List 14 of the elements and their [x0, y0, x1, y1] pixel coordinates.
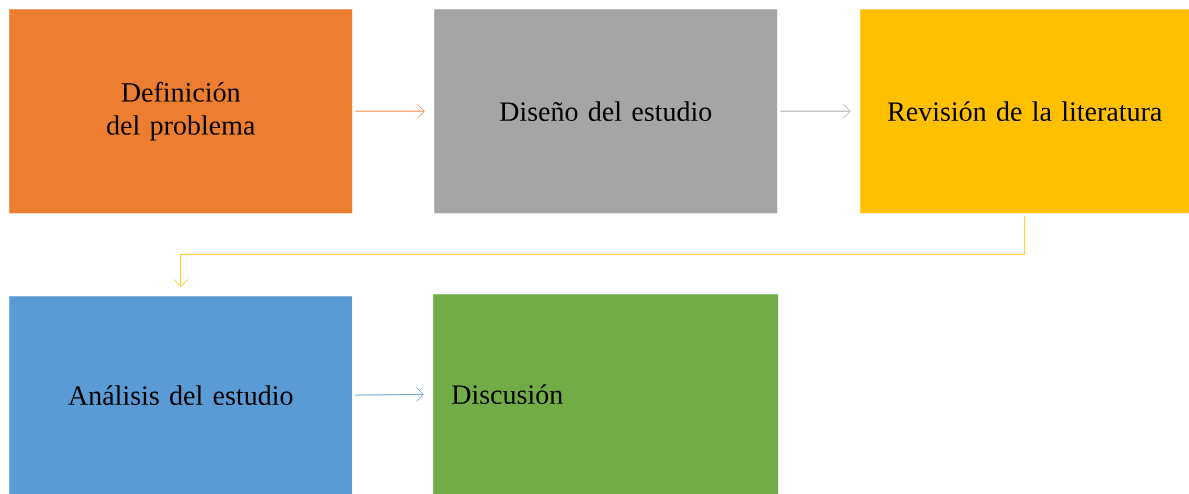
box-label: Discusión: [452, 384, 563, 405]
box-label: Revisión de la literatura: [887, 101, 1162, 122]
process-box: [433, 294, 779, 494]
box-label: Definición del problema: [107, 81, 255, 141]
process-box: [434, 9, 778, 214]
box-label: Diseño del estudio: [499, 101, 712, 122]
box-label: Análisis del estudio: [68, 385, 293, 406]
process-box: [860, 9, 1189, 214]
process-box: [9, 296, 353, 494]
arrow: [779, 103, 851, 119]
arrow: [354, 103, 425, 119]
arrow: [354, 386, 424, 402]
arrow: [173, 215, 1026, 287]
process-box: [9, 9, 353, 214]
